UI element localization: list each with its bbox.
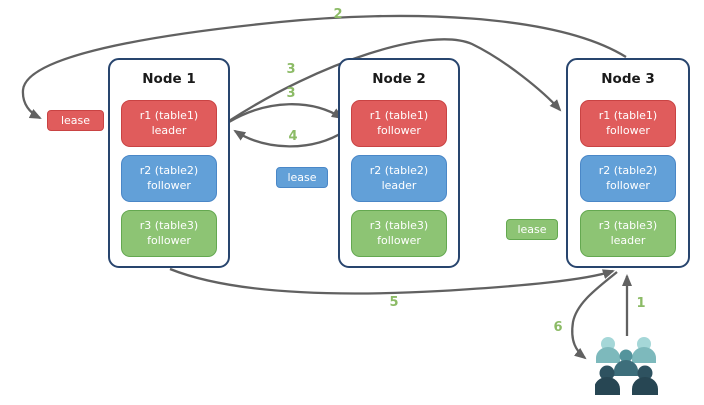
step-label-2: 2 [333,7,343,22]
replica-role: follower [606,178,650,192]
node-1-replica-r1: r1 (table1) leader [121,100,217,147]
node-3: Node 3 r1 (table1) follower r2 (table2) … [566,58,690,268]
replica-label: r2 (table2) [139,163,199,177]
users-group-icon [595,337,658,395]
node-2-replica-r2: r2 (table2) leader [351,155,447,202]
replica-label: r2 (table2) [369,163,429,177]
replica-role: leader [610,233,646,247]
step-label-6: 6 [553,320,563,335]
node-3-replica-r3: r3 (table3) leader [580,210,676,257]
replica-role: follower [606,123,650,137]
node-2: Node 2 r1 (table1) follower r2 (table2) … [338,58,460,268]
replica-label: r3 (table3) [369,218,429,232]
replica-role: follower [147,178,191,192]
replica-label: r1 (table1) [139,108,199,122]
replica-label: r2 (table2) [598,163,658,177]
replica-role: follower [147,233,191,247]
node-2-replica-r1: r1 (table1) follower [351,100,447,147]
step-label-3a: 3 [286,62,296,77]
replica-role: leader [381,178,417,192]
node-1-title: Node 1 [142,71,196,87]
arrow-step-5 [169,267,615,295]
replica-role: leader [151,123,187,137]
replica-label: r3 (table3) [598,218,658,232]
lease-badge-blue: lease [276,167,328,188]
node-1: Node 1 r1 (table1) leader r2 (table2) fo… [108,58,230,268]
step-label-3b: 3 [286,86,296,101]
replica-label: r3 (table3) [139,218,199,232]
node-1-replica-r2: r2 (table2) follower [121,155,217,202]
node-2-replica-r3: r3 (table3) follower [351,210,447,257]
replica-label: r1 (table1) [369,108,429,122]
step-label-1: 1 [636,296,646,311]
node-3-title: Node 3 [601,71,655,87]
node-1-replica-r3: r3 (table3) follower [121,210,217,257]
replica-label: r1 (table1) [598,108,658,122]
node-3-replica-r1: r1 (table1) follower [580,100,676,147]
replica-role: follower [377,123,421,137]
node-2-title: Node 2 [372,71,426,87]
lease-badge-red: lease [47,110,104,131]
step-label-4: 4 [288,129,298,144]
step-label-5: 5 [389,295,399,310]
lease-badge-green: lease [506,219,558,240]
node-3-replica-r2: r2 (table2) follower [580,155,676,202]
replica-role: follower [377,233,421,247]
arrow-step-3-to-node2 [228,103,344,123]
